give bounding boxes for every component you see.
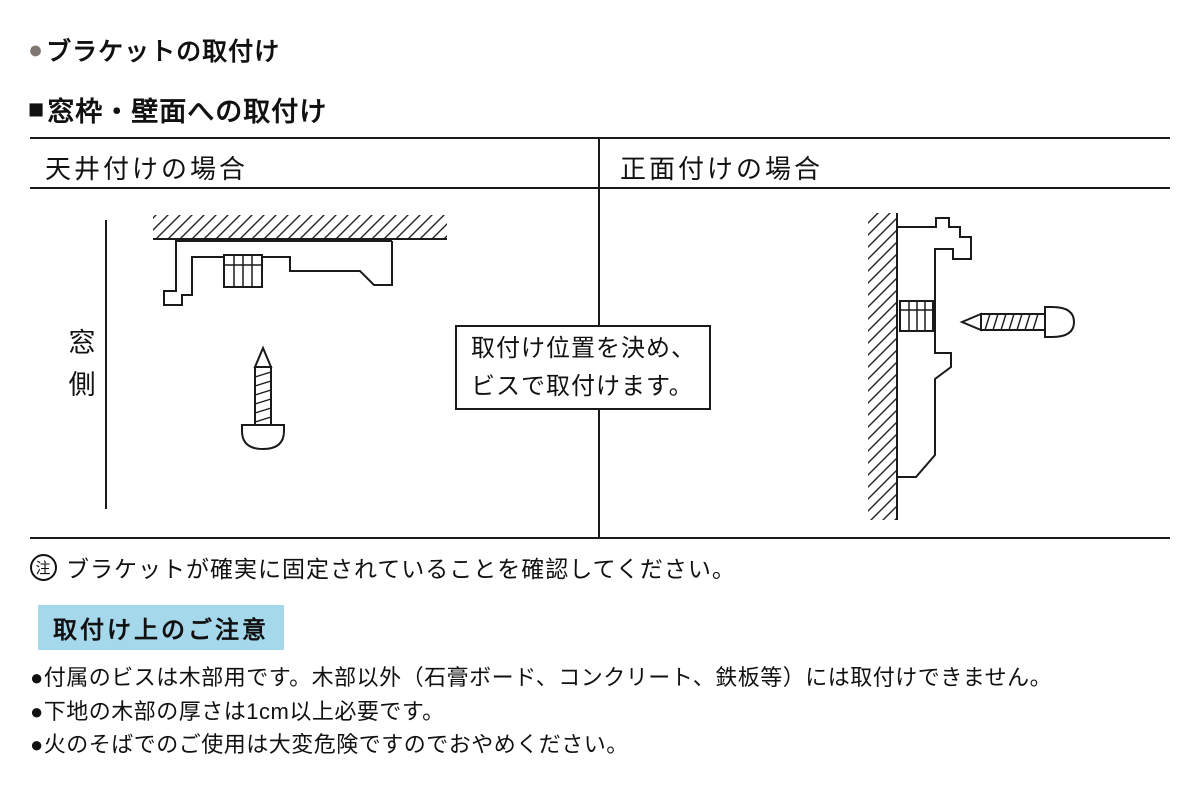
column-header-front-mount: 正面付けの場合 bbox=[620, 154, 824, 184]
mounting-instruction-box: 取付け位置を決め、 ビスで取付けます。 bbox=[455, 325, 711, 410]
section-heading-text: 窓枠・壁面への取付け bbox=[47, 97, 328, 127]
instruction-line-2: ビスで取付けます。 bbox=[471, 372, 694, 400]
circle-bullet-icon: ● bbox=[28, 35, 45, 64]
instruction-line-1: 取付け位置を決め、 bbox=[471, 334, 696, 362]
window-side-line bbox=[105, 220, 107, 509]
caution-item: ●付属のビスは木部用です。木部以外（石膏ボード、コンクリート、鉄板等）には取付け… bbox=[30, 665, 1053, 690]
square-bullet-icon: ■ bbox=[28, 94, 46, 124]
caution-item: ●下地の木部の厚さは1cm以上必要です。 bbox=[30, 698, 445, 724]
circled-note-icon: 注 bbox=[30, 553, 57, 581]
confirmation-note: 注 ブラケットが確実に固定されていることを確認してください。 bbox=[30, 550, 736, 584]
caution-list: ●付属のビスは木部用です。木部以外（石膏ボード、コンクリート、鉄板等）には取付け… bbox=[30, 661, 1052, 762]
confirmation-note-text: ブラケットが確実に固定されていることを確認してください。 bbox=[66, 556, 736, 582]
installation-table: 天井付けの場合 正面付けの場合 窓側 取付け位置を決め、 ビスで取付けます。 bbox=[30, 137, 1170, 539]
front-mount-diagram bbox=[868, 213, 1076, 520]
section-heading-bracket-install: ● ブラケットの取付け bbox=[28, 32, 280, 68]
column-header-ceiling-mount: 天井付けの場合 bbox=[45, 154, 249, 184]
wall-hatch bbox=[868, 213, 898, 520]
ceiling-hatch bbox=[153, 215, 447, 240]
table-header-separator bbox=[30, 187, 1170, 189]
caution-item: ●火のそばでのご使用は大変危険ですのでおやめください。 bbox=[30, 732, 629, 757]
caution-heading: 取付け上のご注意 bbox=[38, 605, 284, 650]
bracket-cross-section bbox=[163, 240, 393, 306]
section-heading-text: ブラケットの取付け bbox=[46, 38, 281, 66]
ceiling-mount-diagram bbox=[153, 215, 447, 451]
window-side-label: 窓側 bbox=[68, 328, 96, 400]
bracket-cross-section bbox=[897, 217, 972, 478]
section-heading-window-wall-install: ■ 窓枠・壁面への取付け bbox=[28, 90, 327, 129]
screw-icon bbox=[959, 306, 1076, 338]
screw-icon bbox=[241, 345, 285, 451]
